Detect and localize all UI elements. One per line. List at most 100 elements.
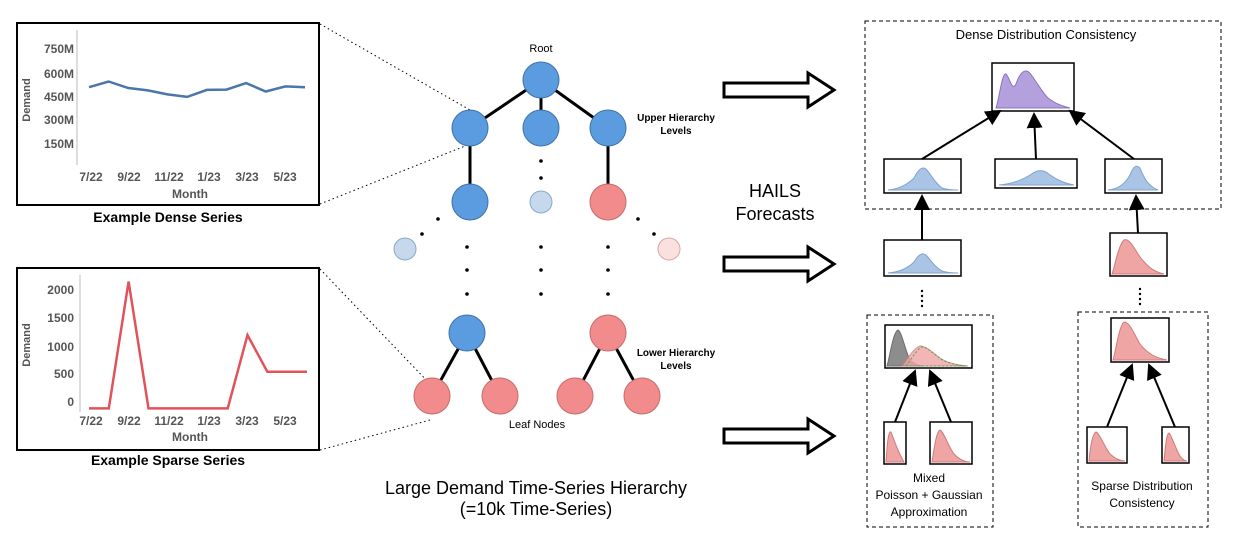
root-node xyxy=(522,61,560,99)
sparse-xlabel: Month xyxy=(172,430,208,444)
dense-ytick: 150M xyxy=(44,137,74,151)
mid-node xyxy=(529,190,553,214)
root-label: Root xyxy=(529,43,552,55)
dot xyxy=(1138,287,1142,291)
callout-line xyxy=(319,143,471,205)
dense-chart-frame xyxy=(16,22,320,206)
sparse-ytick: 1500 xyxy=(47,311,74,325)
callout-line xyxy=(319,419,431,451)
sparse-xtick: 11/22 xyxy=(154,414,184,428)
dist-curve xyxy=(1163,432,1188,462)
distribution-boxes xyxy=(883,62,1190,465)
sparse-xtick: 1/23 xyxy=(197,414,221,428)
hierarchy-subtitle: (=10k Time-Series) xyxy=(460,499,613,519)
dense-series-line xyxy=(88,80,306,99)
mixed-panel: Mixed Poisson + Gaussian Approximation xyxy=(866,314,994,528)
sparse-ytick: 1000 xyxy=(47,340,74,354)
dist-curve xyxy=(998,170,1075,186)
sparse-ytick: 500 xyxy=(54,367,74,381)
outline-arrow xyxy=(722,70,837,110)
mixed-label: Poisson + Gaussian xyxy=(875,488,982,502)
outline-arrow xyxy=(722,244,837,284)
dense-chart-caption: Example Dense Series xyxy=(93,209,243,225)
dot xyxy=(920,289,924,293)
sparse-xtick: 3/23 xyxy=(235,414,259,428)
hails-label: HAILS xyxy=(749,181,801,201)
agg-arrow xyxy=(894,369,918,423)
upper-levels-label: Upper Hierarchy xyxy=(637,113,715,124)
sparse-panel-label: Sparse Distribution xyxy=(1091,479,1192,493)
sparse-chart-caption: Example Sparse Series xyxy=(91,452,245,468)
dense-xtick: 11/22 xyxy=(154,170,184,184)
dense-ytick: 600M xyxy=(44,67,74,81)
dense-xtick: 1/23 xyxy=(197,170,221,184)
dense-xtick: 9/22 xyxy=(117,170,141,184)
agg-arrow xyxy=(921,109,1002,160)
lower-node xyxy=(589,314,627,352)
leaf-node xyxy=(413,377,451,415)
dist-curve xyxy=(887,253,959,274)
dense-xtick: 7/22 xyxy=(79,170,103,184)
dense-ylabel: Demand xyxy=(21,78,33,121)
sparse-chart: Demand 2000 1500 1000 500 0 7/22 9/22 11… xyxy=(16,267,320,451)
dot xyxy=(420,232,424,236)
lower-levels-label: Levels xyxy=(660,361,692,372)
dot xyxy=(920,304,924,308)
dist-curve xyxy=(1088,431,1126,462)
agg-arrow xyxy=(1068,109,1135,160)
agg-arrow xyxy=(1026,112,1043,160)
dot xyxy=(539,292,543,296)
sparse-xtick: 7/22 xyxy=(79,414,103,428)
dot xyxy=(1138,302,1142,306)
leaf-nodes-label: Leaf Nodes xyxy=(509,419,566,431)
dense-ytick: 450M xyxy=(44,90,74,104)
sparse-xtick: 5/23 xyxy=(273,414,297,428)
dot xyxy=(920,299,924,303)
dist-curve xyxy=(995,70,1071,109)
sparse-series-line xyxy=(89,281,307,410)
faded-node xyxy=(657,237,681,261)
dot xyxy=(539,245,543,249)
forecast-arrows xyxy=(722,70,837,456)
dot xyxy=(539,268,543,272)
upper-node xyxy=(451,109,489,147)
dot xyxy=(1138,292,1142,296)
dot xyxy=(539,159,543,163)
dist-box xyxy=(883,239,962,277)
hierarchy-tree: Root xyxy=(393,43,716,431)
sparse-panel-label: Consistency xyxy=(1109,496,1174,510)
callout-line xyxy=(319,23,471,111)
upper-node xyxy=(589,109,627,147)
dense-panel-title: Dense Distribution Consistency xyxy=(956,27,1137,42)
leaf-node xyxy=(623,377,661,415)
dot xyxy=(636,217,640,221)
mixed-label: Approximation xyxy=(891,505,968,519)
callout-lines xyxy=(319,23,471,451)
lower-levels-label: Lower Hierarchy xyxy=(637,348,716,359)
lower-node xyxy=(448,314,486,352)
mixed-label: Mixed xyxy=(913,471,945,485)
dist-curve xyxy=(887,167,959,191)
dist-curve xyxy=(885,431,905,463)
dot xyxy=(465,268,469,272)
dist-curve xyxy=(1111,239,1165,275)
dist-curve xyxy=(931,429,971,463)
upper-node xyxy=(522,109,560,147)
hierarchy-title: Large Demand Time-Series Hierarchy xyxy=(385,478,687,498)
dot xyxy=(465,245,469,249)
sparse-panel-border xyxy=(1077,311,1209,528)
dense-consistency-panel: Dense Distribution Consistency xyxy=(864,20,1222,210)
dist-curve xyxy=(905,346,967,367)
vertical-ellipsis xyxy=(920,287,1142,308)
aggregation-arrows xyxy=(894,109,1176,428)
dot xyxy=(606,245,610,249)
dot xyxy=(606,292,610,296)
ellipsis-dots xyxy=(420,159,656,296)
agg-arrow xyxy=(927,369,952,423)
dist-curve xyxy=(1112,321,1168,361)
dense-chart: Demand 750M 600M 450M 300M 150M 7/22 9/2… xyxy=(16,22,320,206)
dot xyxy=(606,268,610,272)
dense-ytick: 300M xyxy=(44,113,74,127)
dot xyxy=(539,176,543,180)
agg-arrow xyxy=(1147,363,1176,428)
